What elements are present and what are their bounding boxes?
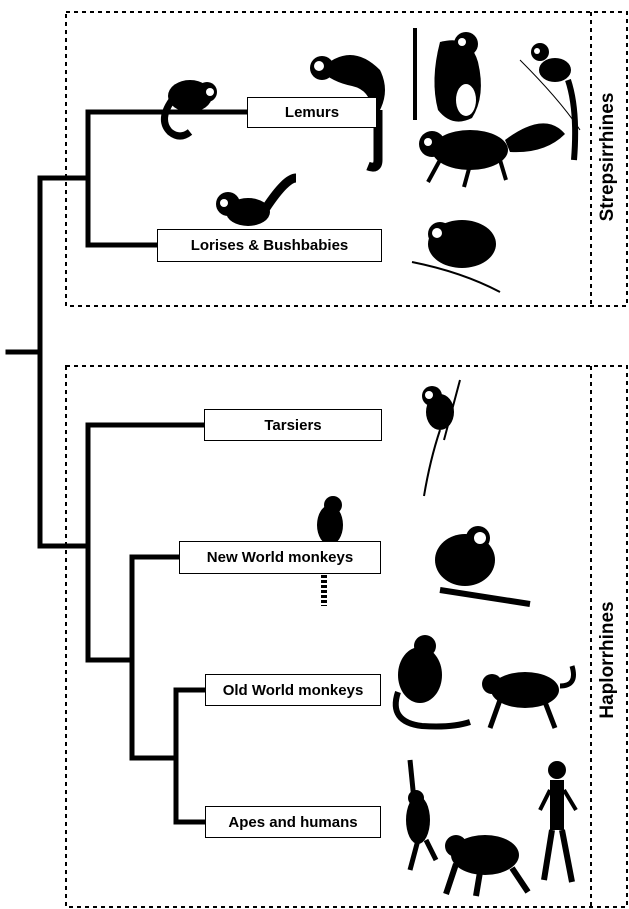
marmoset-icon [317, 496, 343, 606]
aye-aye-icon [419, 123, 565, 188]
taxon-label-new-world-monkeys: New World monkeys [179, 541, 381, 574]
haplorrhines-box [65, 365, 628, 908]
gibbon-icon [406, 759, 439, 871]
human-icon [538, 761, 578, 883]
taxon-label-apes-and-humans: Apes and humans [205, 806, 381, 838]
lemur-silhouette-icon [161, 80, 217, 140]
mouse-lemur-icon [519, 43, 581, 161]
colobus-icon [392, 635, 471, 730]
bushbaby-icon [216, 173, 297, 226]
group-label-strepsirrhines: Strepsirrhines [597, 92, 618, 222]
capuchin-icon [435, 526, 531, 607]
tarsier-icon [422, 379, 461, 497]
group-label-haplorrhines: Haplorrhines [597, 601, 618, 719]
taxon-label-lorises-bushbabies: Lorises & Bushbabies [157, 229, 382, 262]
taxon-label-lemurs: Lemurs [247, 97, 377, 128]
tree-branches [5, 109, 251, 825]
ruffed-lemur-icon [310, 55, 385, 172]
strepsirrhines-box [65, 11, 628, 307]
sifaka-icon [413, 28, 481, 122]
loris-icon [411, 220, 501, 293]
taxon-label-tarsiers: Tarsiers [204, 409, 382, 441]
chimpanzee-icon [443, 835, 531, 897]
taxon-label-old-world-monkeys: Old World monkeys [205, 674, 381, 706]
baboon-icon [482, 665, 576, 729]
